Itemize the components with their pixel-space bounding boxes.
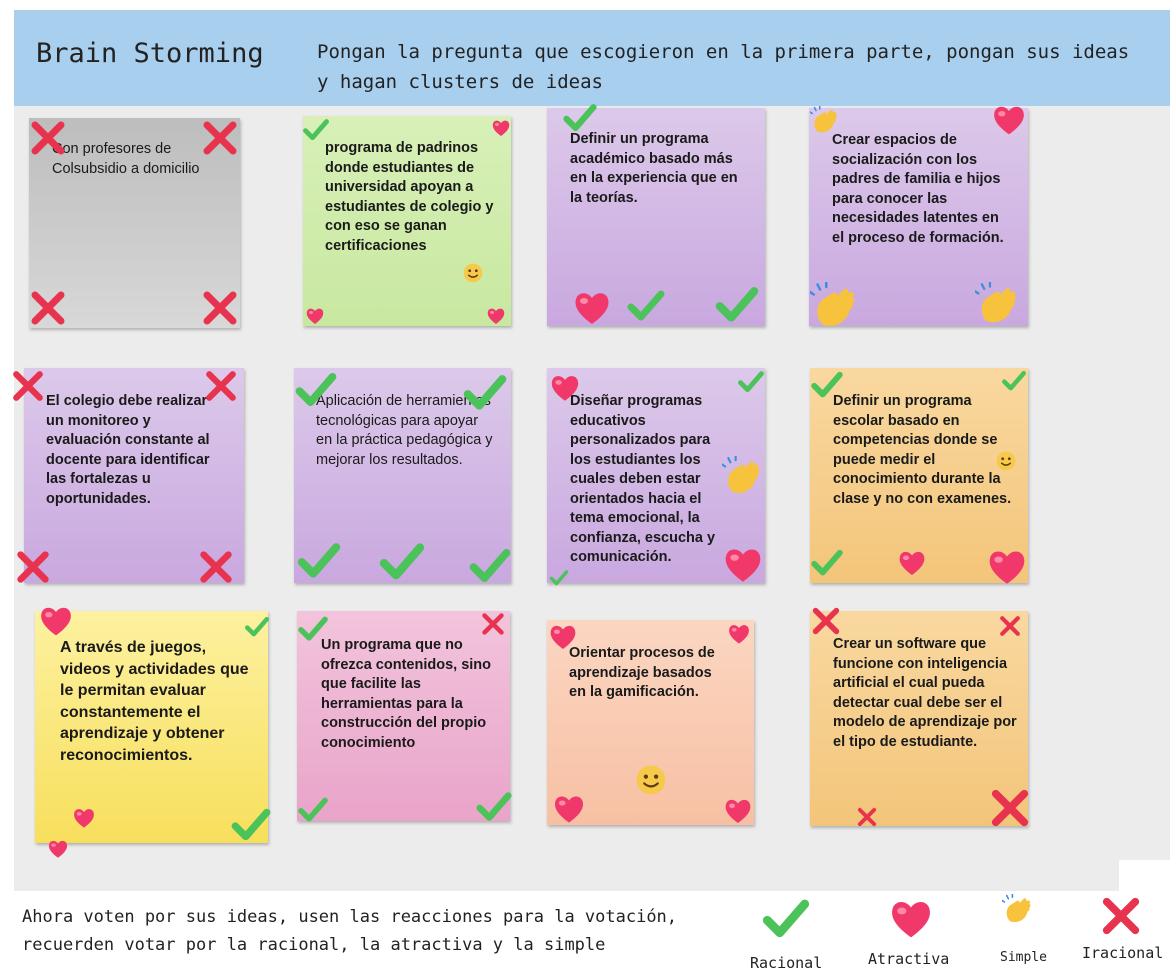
board-instruction: Pongan la pregunta que escogieron en la …: [317, 41, 1130, 93]
check-icon[interactable]: [549, 568, 569, 588]
sticky-note[interactable]: Definir un programa escolar basado en co…: [810, 368, 1028, 583]
cross-icon[interactable]: [203, 368, 239, 404]
check-icon[interactable]: [810, 368, 844, 402]
legend-label-atractiva: Atractiva: [868, 950, 950, 968]
check-icon[interactable]: [244, 614, 270, 640]
check-icon[interactable]: [475, 788, 513, 826]
cross-icon[interactable]: [1099, 894, 1143, 938]
cross-icon[interactable]: [28, 288, 68, 328]
heart-icon[interactable]: [722, 544, 764, 586]
check-icon[interactable]: [294, 368, 338, 412]
cross-icon[interactable]: [28, 118, 68, 158]
board-title: Brain Storming: [36, 38, 264, 69]
smiley-face-icon[interactable]: [462, 262, 484, 284]
sticky-note-text: Aplicación de herramientas tecnológicas …: [316, 393, 493, 468]
sticky-note-text: Orientar procesos de aprendizaje basados…: [569, 645, 715, 700]
clapping-hands-icon[interactable]: [810, 106, 840, 136]
check-icon[interactable]: [761, 894, 811, 944]
check-icon[interactable]: [297, 613, 329, 645]
check-icon[interactable]: [302, 116, 330, 144]
heart-icon[interactable]: [991, 102, 1027, 138]
whiteboard-bottom-strip: [14, 860, 1119, 891]
legend-label-racional: Racional: [750, 954, 823, 972]
sticky-note-text: Crear espacios de socialización con los …: [832, 132, 1004, 246]
check-icon[interactable]: [737, 368, 765, 396]
check-icon[interactable]: [626, 286, 666, 326]
heart-icon[interactable]: [305, 306, 325, 326]
sticky-note-text: Definir un programa académico basado más…: [570, 131, 738, 206]
header-banner: Brain Storming Pongan la pregunta que es…: [14, 10, 1170, 108]
clapping-hands-icon[interactable]: [975, 282, 1021, 328]
heart-icon[interactable]: [552, 792, 586, 826]
cross-icon[interactable]: [998, 614, 1022, 638]
smiley-face-icon[interactable]: [995, 450, 1017, 472]
heart-icon[interactable]: [572, 288, 612, 328]
check-icon[interactable]: [810, 546, 844, 580]
heart-icon[interactable]: [47, 838, 69, 860]
check-icon[interactable]: [1001, 368, 1027, 394]
cross-icon[interactable]: [14, 548, 52, 586]
cross-icon[interactable]: [10, 368, 46, 404]
check-icon[interactable]: [378, 538, 426, 586]
heart-icon[interactable]: [723, 796, 753, 826]
heart-icon[interactable]: [486, 306, 506, 326]
check-icon[interactable]: [296, 538, 342, 584]
sticky-note-text: Definir un programa escolar basado en co…: [833, 393, 1012, 507]
cross-icon[interactable]: [200, 118, 240, 158]
heart-icon[interactable]: [727, 622, 751, 646]
check-icon[interactable]: [714, 282, 760, 328]
clapping-hands-icon[interactable]: [722, 456, 764, 498]
clapping-hands-icon[interactable]: [810, 282, 860, 332]
heart-icon[interactable]: [491, 118, 511, 138]
sticky-note-text: Con profesores de Colsubsidio a domicili…: [52, 141, 200, 177]
sticky-note-text: Crear un software que funcione con intel…: [833, 636, 1017, 750]
sticky-note[interactable]: Crear un software que funcione con intel…: [810, 611, 1028, 826]
cross-icon[interactable]: [200, 288, 240, 328]
sticky-note-text: programa de padrinos donde estudiantes d…: [325, 140, 494, 254]
check-icon[interactable]: [297, 794, 329, 826]
sticky-note[interactable]: Crear espacios de socialización con los …: [809, 108, 1028, 326]
heart-icon[interactable]: [72, 806, 96, 830]
check-icon[interactable]: [462, 370, 508, 416]
clapping-hands-icon[interactable]: [1002, 894, 1034, 926]
cross-icon[interactable]: [197, 548, 235, 586]
sticky-note-text: El colegio debe realizar un monitoreo y …: [46, 393, 210, 507]
sticky-note-text: Diseñar programas educativos personaliza…: [570, 393, 716, 565]
cross-icon[interactable]: [810, 605, 842, 637]
heart-icon[interactable]: [548, 622, 578, 652]
sticky-note[interactable]: Aplicación de herramientas tecnológicas …: [294, 368, 511, 583]
heart-icon[interactable]: [549, 372, 581, 404]
sticky-note[interactable]: A través de juegos, videos y actividades…: [35, 611, 268, 843]
legend-label-simple: Simple: [1000, 950, 1047, 965]
sticky-note[interactable]: Diseñar programas educativos personaliza…: [547, 368, 765, 583]
cross-icon[interactable]: [856, 806, 878, 828]
sticky-note[interactable]: Definir un programa académico basado más…: [547, 108, 765, 326]
cross-icon[interactable]: [988, 786, 1032, 830]
legend-label-iracional: Iracional: [1082, 944, 1164, 962]
voting-instruction: Ahora voten por sus ideas, usen las reac…: [22, 907, 678, 955]
heart-icon[interactable]: [888, 896, 934, 942]
sticky-note[interactable]: Un programa que no ofrezca contenidos, s…: [297, 611, 510, 821]
check-icon[interactable]: [562, 100, 598, 136]
heart-icon[interactable]: [897, 548, 927, 578]
heart-icon[interactable]: [986, 546, 1028, 588]
check-icon[interactable]: [230, 804, 272, 846]
sticky-note-text: A través de juegos, videos y actividades…: [60, 639, 249, 764]
sticky-note-text: Un programa que no ofrezca contenidos, s…: [321, 637, 491, 751]
sticky-note[interactable]: programa de padrinos donde estudiantes d…: [303, 116, 511, 326]
sticky-note[interactable]: El colegio debe realizar un monitoreo y …: [24, 368, 244, 583]
check-icon[interactable]: [468, 544, 512, 588]
cross-icon[interactable]: [480, 611, 506, 637]
heart-icon[interactable]: [38, 603, 74, 639]
smiley-face-icon[interactable]: [634, 763, 668, 797]
